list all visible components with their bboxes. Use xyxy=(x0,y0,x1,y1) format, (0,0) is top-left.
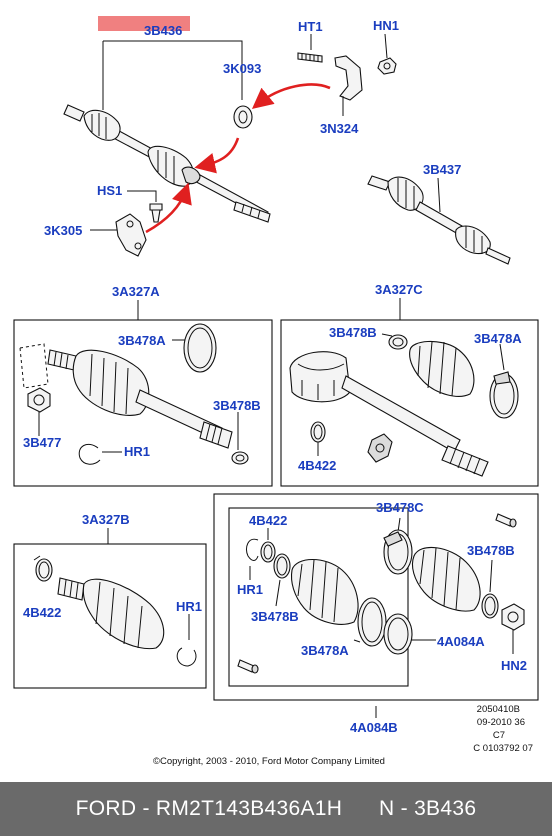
label-3a327c: 3A327C xyxy=(375,282,423,297)
frame-3a327c xyxy=(280,319,539,487)
bracket-3k305 xyxy=(90,213,147,257)
drive-shaft-3b437 xyxy=(367,175,511,265)
cv-joint-3a327b xyxy=(57,577,165,650)
cv-joint-3a327c xyxy=(289,351,489,477)
frame-4a084a xyxy=(228,507,409,687)
label-3b478b-c: 3B478B xyxy=(329,325,377,340)
tripod-3a327c xyxy=(367,433,393,463)
circlip-hr1-left xyxy=(78,443,122,465)
assembly-arrows xyxy=(145,83,331,234)
label-3b477: 3B477 xyxy=(23,435,61,450)
label-4b422-b: 4B422 xyxy=(23,605,61,620)
label-hn1: HN1 xyxy=(373,18,399,33)
nut-3b477 xyxy=(27,387,51,436)
label-4b422-kit: 4B422 xyxy=(249,513,287,528)
clamp-3b478b-kit xyxy=(273,553,291,607)
note-line-2: 09-2010 36 xyxy=(477,717,525,728)
footer-gap xyxy=(342,797,379,821)
bracket-3n324 xyxy=(334,55,363,116)
note-line-1: 2050410B xyxy=(477,704,520,715)
boot-4a084a xyxy=(290,559,359,625)
ring-4b422-kit xyxy=(260,528,276,563)
label-hr1-left: HR1 xyxy=(124,444,150,459)
label-hs1: HS1 xyxy=(97,183,122,198)
frame-4a084b xyxy=(213,493,539,701)
label-3b478b-left: 3B478B xyxy=(213,398,261,413)
clamp-3b478a-c xyxy=(489,343,519,419)
label-3b478a-left: 3B478A xyxy=(118,333,166,348)
label-hn2: HN2 xyxy=(501,658,527,673)
label-3b478b-kit-r: 3B478B xyxy=(467,543,515,558)
highlight-bar xyxy=(98,16,190,31)
clamp-3b478a-kit-2 xyxy=(383,613,413,655)
note-line-4: C 0103792 07 xyxy=(473,743,533,754)
exploded-parts-diagram: 3B436 HT1 HN1 3K093 3N324 HS1 3K305 3B43… xyxy=(13,16,539,767)
clamp-3b478c-kit xyxy=(383,517,413,575)
label-3b478b-kit: 3B478B xyxy=(251,609,299,624)
label-3k305: 3K305 xyxy=(44,223,82,238)
label-3a327a: 3A327A xyxy=(112,284,160,299)
footer-ref-text: N - 3B436 xyxy=(379,797,477,820)
clamp-3b478b-left xyxy=(231,412,249,465)
ring-3k093 xyxy=(233,105,253,129)
clamp-3b478b-c xyxy=(381,333,408,350)
circlip-hr1-kit xyxy=(245,538,259,580)
label-hr1-b: HR1 xyxy=(176,599,202,614)
grease-tube-bottom xyxy=(237,659,259,674)
bolt-hs1 xyxy=(127,190,163,223)
stud-ht1 xyxy=(297,34,323,63)
circlip-hr1-b xyxy=(176,614,197,667)
copyright-text: ©Copyright, 2003 - 2010, Ford Motor Comp… xyxy=(153,756,385,767)
label-4b422-c: 4B422 xyxy=(298,458,336,473)
label-4a084b: 4A084B xyxy=(350,720,398,735)
boot-3a327c xyxy=(409,340,475,397)
label-3b478c-kit: 3B478C xyxy=(376,500,424,515)
label-3b478a-c: 3B478A xyxy=(474,331,522,346)
ring-4b422-c xyxy=(310,421,326,456)
frame-3a327b xyxy=(13,543,207,689)
label-3k093: 3K093 xyxy=(223,61,261,76)
grease-tube-top xyxy=(495,513,517,528)
ring-4b422-b xyxy=(33,555,53,582)
nut-hn2 xyxy=(501,603,525,654)
label-ht1: HT1 xyxy=(298,19,323,34)
main-drive-shaft xyxy=(63,40,271,223)
label-3a327b: 3A327B xyxy=(82,512,130,527)
note-line-3: C7 xyxy=(493,730,505,741)
label-4a084a: 4A084A xyxy=(437,634,485,649)
clamp-3b478b-kit-r xyxy=(481,559,499,619)
footer-part-text: FORD - RM2T143B436A1H xyxy=(75,797,343,820)
clamp-3b478a-kit xyxy=(353,597,387,647)
label-3b478a-kit: 3B478A xyxy=(301,643,349,658)
label-3b437: 3B437 xyxy=(423,162,461,177)
label-3n324: 3N324 xyxy=(320,121,359,136)
label-3b436: 3B436 xyxy=(144,23,182,38)
boot-4a084b xyxy=(411,546,481,612)
clamp-3b478a-left xyxy=(172,323,217,373)
cv-joint-3a327a xyxy=(19,343,233,449)
frame-3a327a xyxy=(13,319,273,487)
label-hr1-kit: HR1 xyxy=(237,582,263,597)
part-number-footer: FORD - RM2T143B436A1H N - 3B436 xyxy=(0,782,552,836)
nut-hn1 xyxy=(377,33,397,75)
